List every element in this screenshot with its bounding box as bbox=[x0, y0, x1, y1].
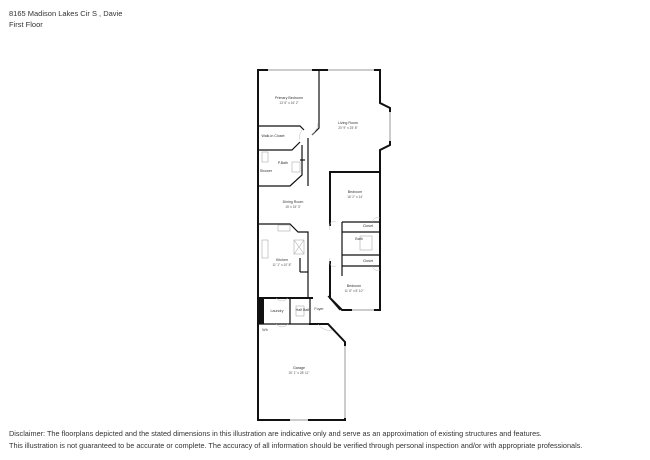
room-label-shower: Shower bbox=[260, 169, 273, 173]
room-label-bath: Bath bbox=[355, 237, 362, 241]
room-dims-bedroom-1: 16' 2" x 14' bbox=[347, 195, 363, 199]
room-dims-living-room: 20' 9" x 25' 8" bbox=[338, 126, 357, 130]
room-label-living-room: Living Room bbox=[338, 121, 358, 125]
room-label-dining-room: Dining Room bbox=[283, 200, 304, 204]
room-label-closet-2: Closet bbox=[363, 259, 373, 263]
room-label-half-bath: Half Bath bbox=[296, 308, 311, 312]
floor-label: First Floor bbox=[9, 20, 43, 29]
disclaimer-line-1: Disclaimer: The floorplans depicted and … bbox=[9, 429, 542, 438]
room-label-closet-1: Closet bbox=[363, 224, 373, 228]
room-label-laundry: Laundry bbox=[271, 309, 284, 313]
room-label-primary-bedroom: Primary Bedroom bbox=[275, 96, 303, 100]
exterior-walls bbox=[257, 69, 391, 421]
room-label-kitchen: Kitchen bbox=[276, 258, 288, 262]
room-dims-kitchen: 11' 1" x 10' 8" bbox=[272, 263, 291, 267]
room-dims-bedroom-2: 11' 6" x 8' 10" bbox=[344, 289, 363, 293]
disclaimer-line-2: This illustration is not guaranteed to b… bbox=[9, 441, 583, 450]
room-label-bedroom-2: Bedroom bbox=[347, 284, 362, 288]
room-dims-primary-bedroom: 13' 6" x 16' 2" bbox=[279, 101, 298, 105]
fixtures bbox=[261, 122, 381, 331]
room-label-bedroom-1: Bedroom bbox=[348, 190, 363, 194]
room-label-foyer: Foyer bbox=[314, 307, 324, 311]
room-labels: Primary Bedroom 13' 6" x 16' 2" Living R… bbox=[260, 96, 373, 375]
room-dims-dining-room: 15' x 15' 3" bbox=[285, 205, 300, 209]
property-address: 8165 Madison Lakes Cir S , Davie bbox=[9, 9, 123, 18]
room-label-pbath: P.Bath bbox=[278, 161, 288, 165]
room-label-wh: Wh bbox=[262, 328, 267, 332]
room-label-garage: Garage bbox=[293, 366, 305, 370]
water-heater-block bbox=[258, 298, 264, 324]
room-dims-garage: 20' 1" x 28' 11" bbox=[289, 371, 310, 375]
room-label-walk-in-closet: Walk-in Closet bbox=[261, 134, 284, 138]
